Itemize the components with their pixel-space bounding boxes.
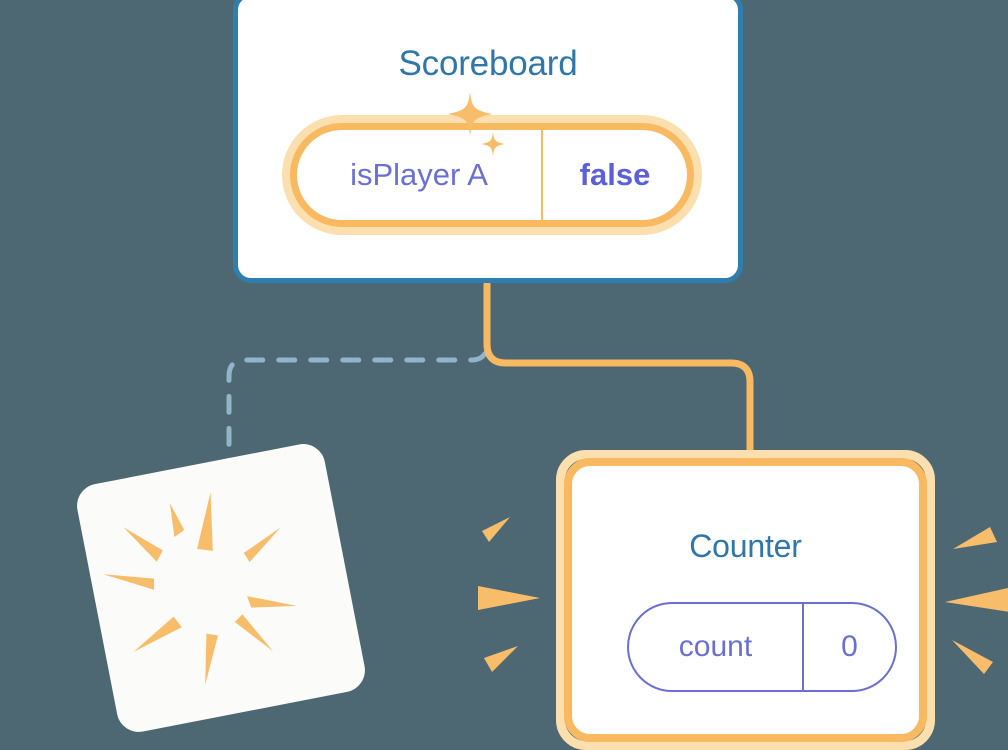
ray-icon	[133, 616, 182, 652]
blank-card-burst-rays	[103, 492, 297, 685]
counter-state-pill[interactable]: count 0	[627, 602, 897, 692]
connector-scoreboard-to-counter	[483, 280, 754, 464]
ray-icon	[197, 492, 213, 551]
ray-icon	[243, 527, 281, 563]
ray-icon	[484, 646, 518, 672]
ray-icon	[205, 633, 218, 685]
ray-icon	[478, 586, 540, 610]
counter-card-highlight-ring: Counter count 0	[556, 450, 935, 750]
counter-component-card[interactable]: Counter count 0	[556, 450, 935, 750]
scoreboard-state-pill-highlight: isPlayer A false	[282, 115, 702, 235]
scoreboard-component-card[interactable]: Scoreboard isPlayer A false	[233, 0, 743, 283]
counter-rays-left	[478, 517, 540, 672]
blank-component-card[interactable]	[73, 440, 369, 736]
counter-card-body: Counter count 0	[564, 458, 927, 742]
scoreboard-state-key: isPlayer A	[297, 130, 543, 220]
ray-icon	[103, 574, 155, 590]
ray-icon	[247, 596, 297, 608]
scoreboard-card-title: Scoreboard	[398, 44, 578, 83]
scoreboard-state-value: false	[579, 157, 651, 192]
ray-icon	[123, 527, 163, 562]
counter-card-title: Counter	[689, 528, 802, 564]
ray-icon	[953, 527, 997, 549]
scoreboard-state-pill[interactable]: isPlayer A false	[290, 123, 694, 227]
counter-state-value: 0	[841, 630, 858, 663]
connector-scoreboard-to-blank-card	[226, 287, 490, 473]
ray-icon	[482, 517, 510, 542]
counter-rays-right	[945, 527, 1008, 674]
ray-icon	[945, 588, 1008, 612]
ray-icon	[169, 503, 185, 537]
counter-state-key: count	[629, 604, 804, 690]
ray-icon	[952, 640, 993, 674]
ray-icon	[234, 614, 274, 652]
